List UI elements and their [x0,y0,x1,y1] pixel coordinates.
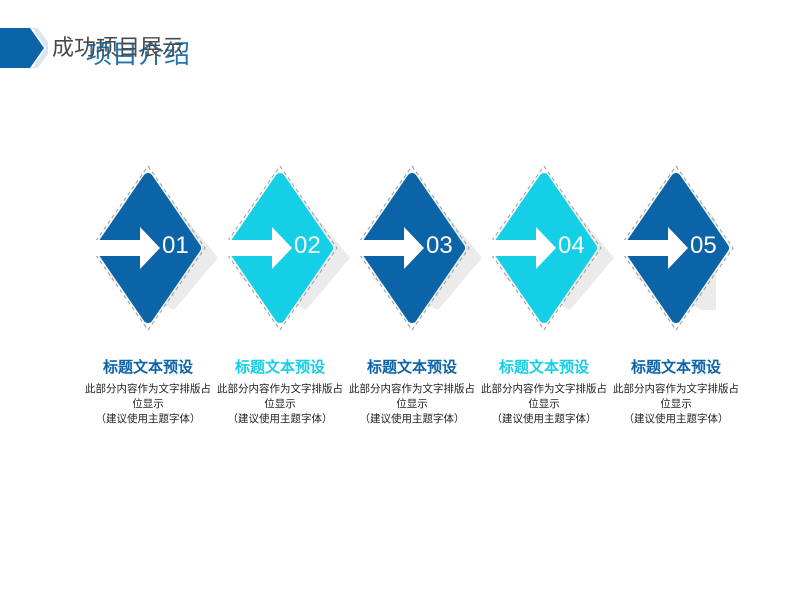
step-1-graphic [86,165,218,331]
step-4-number: 04 [558,232,585,259]
step-2-title: 标题文本预设 [234,358,325,376]
step-2-graphic [218,165,350,331]
step-1-description: 此部分内容作为文字排版占位显示 [85,383,211,410]
step-1-note: （建议使用主题字体） [95,413,201,425]
step-5-number: 05 [690,232,717,259]
step-1-number: 01 [162,232,189,259]
arrow-right-icon [350,227,424,269]
step-3-graphic [350,165,482,331]
step-3-diamond: 03 [342,160,482,335]
step-3-note: （建议使用主题字体） [359,413,465,425]
step-2-description: 此部分内容作为文字排版占位显示 [217,383,343,410]
step-3-title: 标题文本预设 [366,358,457,376]
step-2-number: 02 [294,232,321,259]
arrow-right-icon [218,227,292,269]
step-2-note: （建议使用主题字体） [227,413,333,425]
step-4-note: （建议使用主题字体） [491,413,597,425]
step-1-title: 标题文本预设 [102,358,193,376]
step-5-diamond: 05 [606,160,746,335]
step-5-graphic [614,165,734,331]
step-3-description: 此部分内容作为文字排版占位显示 [349,383,475,410]
slide-title-back: 项目介绍 [86,40,191,70]
step-5-title: 标题文本预设 [630,358,721,376]
arrow-right-icon [86,227,160,269]
step-4-description: 此部分内容作为文字排版占位显示 [481,383,607,410]
step-5-description: 此部分内容作为文字排版占位显示 [613,383,739,410]
step-2-diamond: 02 [210,160,350,335]
step-4-diamond: 04 [474,160,614,335]
step-2-text: 标题文本预设 此部分内容作为文字排版占位显示 （建议使用主题字体） [214,356,346,427]
process-steps: 01 02 03 04 [0,160,800,350]
step-1-text: 标题文本预设 此部分内容作为文字排版占位显示 （建议使用主题字体） [82,356,214,427]
step-3-number: 03 [426,232,453,259]
step-3-text: 标题文本预设 此部分内容作为文字排版占位显示 （建议使用主题字体） [346,356,478,427]
step-5-note: （建议使用主题字体） [623,413,729,425]
slide-title-front: 成功项目展示 [52,36,185,61]
step-4-text: 标题文本预设 此部分内容作为文字排版占位显示 （建议使用主题字体） [478,356,610,427]
step-1-diamond: 01 [78,160,218,335]
arrow-right-icon [614,227,688,269]
step-4-graphic [482,165,614,331]
step-5-text: 标题文本预设 此部分内容作为文字排版占位显示 （建议使用主题字体） [610,356,742,427]
step-4-title: 标题文本预设 [498,358,589,376]
arrow-right-icon [482,227,556,269]
header-chevron-band [0,28,48,68]
slide-title: 项目介绍 成功项目展示 [52,30,252,70]
